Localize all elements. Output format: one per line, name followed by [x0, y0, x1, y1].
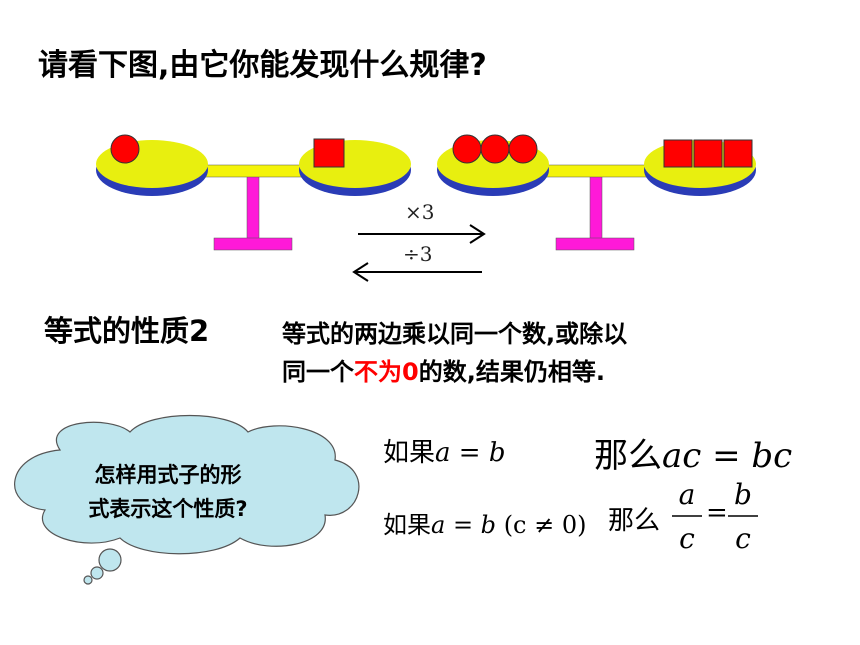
circle-weight [508, 134, 538, 164]
fraction-left-numerator: a [678, 478, 696, 511]
forward-arrow [358, 224, 486, 244]
balance-base [213, 237, 293, 251]
backward-arrow [352, 262, 482, 282]
question-title: 请看下图,由它你能发现什么规律? [38, 48, 487, 83]
highlight-nonzero: 不为0 [354, 358, 419, 386]
fraction-right-numerator: b [734, 478, 752, 511]
multiply-label: ×3 [405, 200, 435, 224]
balance-base [555, 237, 635, 251]
property-line2: 同一个不为0的数,结果仍相等. [282, 358, 605, 386]
balance-post [589, 171, 603, 243]
formula1-condition: 如果a = b [383, 438, 506, 468]
square-weight [693, 139, 723, 168]
formula2-then: 那么 [608, 506, 661, 536]
property-line1: 等式的两边乘以同一个数,或除以 [282, 320, 628, 348]
balance-right [437, 134, 756, 251]
square-weight [313, 138, 345, 168]
balance-left [96, 134, 411, 251]
circle-weight [480, 134, 510, 164]
circle-weight [110, 134, 140, 164]
balance-beam [197, 164, 311, 178]
divide-label: ÷3 [403, 242, 433, 266]
square-weight [723, 139, 753, 168]
square-weight [663, 139, 693, 168]
balance-beam [539, 164, 653, 178]
formula1-result: 那么ac = bc [594, 436, 793, 476]
fraction-left-denominator: c [679, 522, 695, 555]
fraction-equals: = [706, 498, 728, 528]
cloud-question: 怎样用式子的形 式表示这个性质? [88, 463, 248, 521]
circle-weight [452, 134, 482, 164]
fraction-right-denominator: c [735, 522, 751, 555]
property-heading: 等式的性质2 [44, 314, 210, 348]
balance-post [246, 171, 260, 243]
thought-cloud [14, 414, 360, 585]
formula2-condition: 如果a = b (c ≠ 0) [383, 511, 587, 539]
